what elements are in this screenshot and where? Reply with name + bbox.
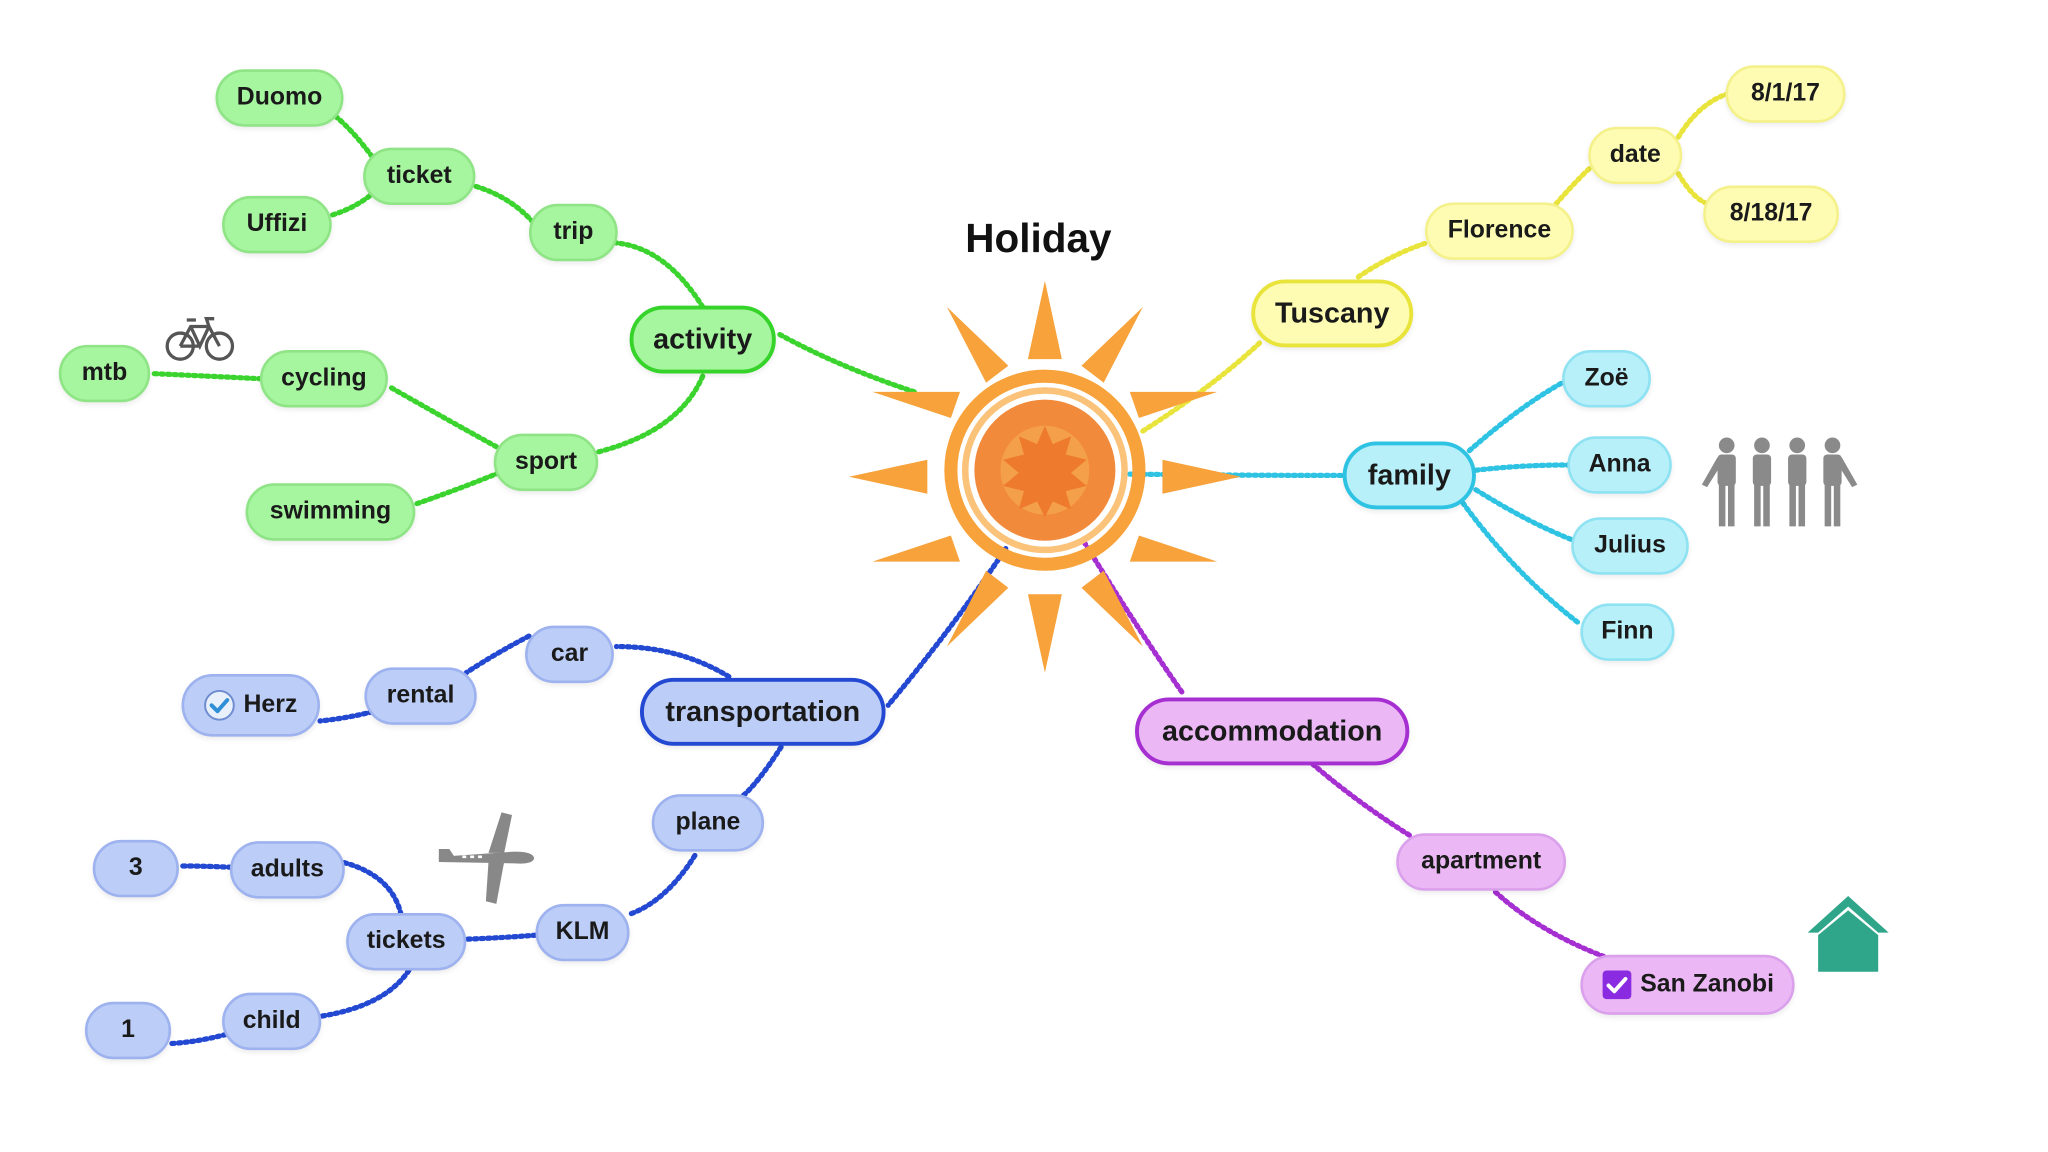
node-rental[interactable]: rental xyxy=(364,667,477,725)
bicycle-icon xyxy=(165,311,236,370)
link-duomo xyxy=(334,114,375,160)
checkmark-icon[interactable] xyxy=(1601,969,1632,1000)
link-adults-count xyxy=(177,863,234,870)
node-accommodation[interactable]: accommodation xyxy=(1135,697,1410,766)
link-tuscany xyxy=(1140,339,1264,434)
link-activity xyxy=(774,330,917,395)
link-date xyxy=(1549,164,1594,212)
link-apartment xyxy=(1310,761,1414,839)
node-ticket[interactable]: ticket xyxy=(363,147,476,206)
node-transportation[interactable]: transportation xyxy=(639,677,886,746)
node-herz-label: Herz xyxy=(243,690,298,719)
link-child xyxy=(318,967,412,1019)
node-date[interactable]: date xyxy=(1588,126,1683,185)
link-florence xyxy=(1355,240,1429,280)
checkmark-icon[interactable] xyxy=(204,689,236,721)
node-finn[interactable]: Finn xyxy=(1580,603,1675,661)
link-sport xyxy=(595,373,706,455)
link-julius xyxy=(1473,487,1574,543)
node-car[interactable]: car xyxy=(525,625,614,684)
link-klm xyxy=(626,852,698,917)
node-child[interactable]: child xyxy=(222,992,322,1051)
node-plane[interactable]: plane xyxy=(651,794,765,852)
node-child-count[interactable]: 1 xyxy=(84,1001,172,1060)
node-san-zanobi-label: San Zanobi xyxy=(1640,970,1774,998)
link-transportation xyxy=(885,545,1009,708)
link-ticket xyxy=(470,182,536,225)
sun-icon xyxy=(848,280,1241,673)
link-tickets xyxy=(464,932,539,942)
node-tickets[interactable]: tickets xyxy=(346,912,467,971)
node-duomo[interactable]: Duomo xyxy=(215,69,344,127)
node-swimming[interactable]: swimming xyxy=(245,483,416,541)
node-adults[interactable]: adults xyxy=(229,841,345,899)
node-cycling[interactable]: cycling xyxy=(259,350,388,408)
link-finn xyxy=(1460,500,1584,627)
link-herz xyxy=(317,709,375,724)
link-zoe xyxy=(1466,378,1568,454)
node-herz[interactable]: Herz xyxy=(181,673,320,737)
airplane-icon xyxy=(436,810,538,913)
node-adults-count[interactable]: 3 xyxy=(92,839,179,898)
node-uffizi[interactable]: Uffizi xyxy=(222,195,332,254)
link-anna xyxy=(1473,462,1570,473)
link-san-zanobi xyxy=(1492,889,1616,963)
node-apartment[interactable]: apartment xyxy=(1396,833,1567,891)
node-date-end[interactable]: 8/18/17 xyxy=(1703,185,1840,243)
node-julius[interactable]: Julius xyxy=(1571,517,1689,575)
node-anna[interactable]: Anna xyxy=(1567,436,1672,494)
node-florence[interactable]: Florence xyxy=(1424,202,1574,260)
link-swimming xyxy=(412,470,502,507)
node-date-start[interactable]: 8/1/17 xyxy=(1725,65,1846,123)
link-car xyxy=(613,643,732,680)
people-icon xyxy=(1698,435,1860,536)
link-plane xyxy=(739,744,784,800)
link-family xyxy=(1127,471,1348,479)
link-adults xyxy=(339,859,404,917)
map-title: Holiday xyxy=(965,215,1112,262)
link-rental xyxy=(463,633,532,676)
node-mtb[interactable]: mtb xyxy=(58,344,151,403)
link-date-start xyxy=(1675,91,1730,140)
link-child-count xyxy=(167,1031,229,1047)
link-trip xyxy=(613,240,706,310)
node-family[interactable]: family xyxy=(1342,441,1476,510)
node-sport[interactable]: sport xyxy=(493,433,599,492)
link-mtb xyxy=(148,370,264,382)
link-date-end xyxy=(1675,171,1708,206)
node-activity[interactable]: activity xyxy=(629,305,776,374)
node-zoe[interactable]: Zoë xyxy=(1562,350,1651,408)
node-klm[interactable]: KLM xyxy=(535,903,630,962)
node-san-zanobi[interactable]: San Zanobi xyxy=(1580,954,1795,1015)
link-uffizi xyxy=(327,193,373,219)
link-cycling xyxy=(386,383,499,450)
node-tuscany[interactable]: Tuscany xyxy=(1251,279,1414,348)
house-icon xyxy=(1805,893,1891,981)
link-accommodation xyxy=(1081,539,1185,695)
node-trip[interactable]: trip xyxy=(528,203,618,262)
